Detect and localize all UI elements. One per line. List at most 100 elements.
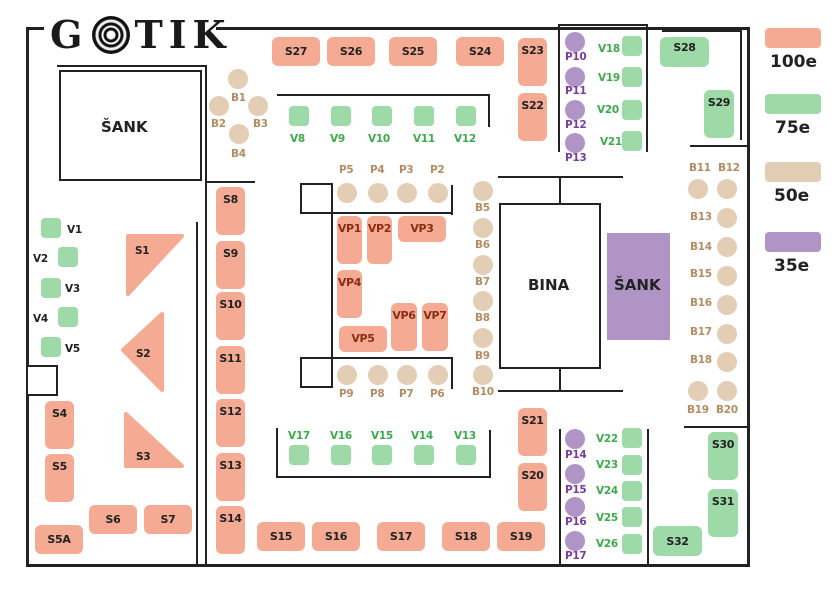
booth-s8[interactable]: S8 (216, 187, 245, 235)
vip-booth-vp4[interactable]: VP4 (337, 270, 362, 318)
standing-p3[interactable] (397, 183, 417, 203)
standing-p16[interactable] (565, 497, 585, 517)
booth-s16[interactable]: S16 (312, 522, 360, 551)
booth-s10[interactable]: S10 (216, 292, 245, 340)
booth-s27[interactable]: S27 (272, 37, 320, 66)
standing-p2[interactable] (428, 183, 448, 203)
bar-stool-b11[interactable] (688, 179, 708, 199)
bar-stool-b3[interactable] (248, 96, 268, 116)
table-v21[interactable] (622, 131, 642, 151)
table-v23[interactable] (622, 455, 642, 475)
bar-stool-b2[interactable] (209, 96, 229, 116)
standing-p17[interactable] (565, 531, 585, 551)
booth-s24[interactable]: S24 (456, 37, 504, 66)
booth-s18[interactable]: S18 (442, 522, 490, 551)
booth-s14[interactable]: S14 (216, 506, 245, 554)
booth-s31[interactable]: S31 (708, 489, 738, 537)
table-v1[interactable] (41, 218, 61, 238)
standing-p8[interactable] (368, 365, 388, 385)
bar-stool-b18[interactable] (717, 352, 737, 372)
standing-p10[interactable] (565, 32, 585, 52)
table-v13[interactable] (456, 445, 476, 465)
bar-stool-b6[interactable] (473, 218, 493, 238)
table-v22[interactable] (622, 428, 642, 448)
table-v12[interactable] (456, 106, 476, 126)
booth-s15[interactable]: S15 (257, 522, 305, 551)
vip-booth-vp5[interactable]: VP5 (339, 326, 387, 352)
bar-stool-b15[interactable] (717, 266, 737, 286)
table-v26[interactable] (622, 534, 642, 554)
booth-s30[interactable]: S30 (708, 432, 738, 480)
vip-booth-vp6[interactable]: VP6 (391, 303, 417, 351)
vip-booth-vp3[interactable]: VP3 (398, 216, 446, 242)
table-v14[interactable] (414, 445, 434, 465)
booth-s29[interactable]: S29 (704, 90, 734, 138)
bar-stool-b5[interactable] (473, 181, 493, 201)
bar-stool-b7[interactable] (473, 255, 493, 275)
bar-stool-b12[interactable] (717, 179, 737, 199)
booth-s13[interactable]: S13 (216, 453, 245, 501)
table-v4[interactable] (58, 307, 78, 327)
table-v20[interactable] (622, 100, 642, 120)
standing-p14[interactable] (565, 429, 585, 449)
table-v8[interactable] (289, 106, 309, 126)
table-v5[interactable] (41, 337, 61, 357)
booth-s26[interactable]: S26 (327, 37, 375, 66)
booth-s7[interactable]: S7 (144, 505, 192, 534)
booth-s2[interactable] (120, 310, 166, 394)
bar-stool-b20[interactable] (717, 381, 737, 401)
table-v3[interactable] (41, 278, 61, 298)
table-v18[interactable] (622, 36, 642, 56)
standing-p6[interactable] (428, 365, 448, 385)
standing-p15[interactable] (565, 464, 585, 484)
booth-s21[interactable]: S21 (518, 408, 547, 456)
standing-p4[interactable] (368, 183, 388, 203)
table-v24[interactable] (622, 481, 642, 501)
vip-booth-vp2[interactable]: VP2 (367, 216, 392, 264)
standing-p11[interactable] (565, 67, 585, 87)
booth-s19[interactable]: S19 (497, 522, 545, 551)
booth-s4[interactable]: S4 (45, 401, 74, 449)
bar-stool-b16[interactable] (717, 295, 737, 315)
booth-s32[interactable]: S32 (653, 526, 702, 556)
bar-stool-b10[interactable] (473, 365, 493, 385)
table-v15[interactable] (372, 445, 392, 465)
booth-s28[interactable]: S28 (660, 37, 709, 67)
bar-stool-b17[interactable] (717, 324, 737, 344)
standing-p9[interactable] (337, 365, 357, 385)
standing-p7[interactable] (397, 365, 417, 385)
table-v10[interactable] (372, 106, 392, 126)
vip-booth-vp7[interactable]: VP7 (422, 303, 448, 351)
table-v2[interactable] (58, 247, 78, 267)
booth-s3[interactable] (122, 410, 186, 470)
booth-s25[interactable]: S25 (389, 37, 437, 66)
table-v16[interactable] (331, 445, 351, 465)
table-v9[interactable] (331, 106, 351, 126)
booth-s20[interactable]: S20 (518, 463, 547, 511)
booth-s5[interactable]: S5 (45, 454, 74, 502)
standing-p13[interactable] (565, 133, 585, 153)
booth-s11[interactable]: S11 (216, 346, 245, 394)
table-v25[interactable] (622, 507, 642, 527)
table-v11[interactable] (414, 106, 434, 126)
table-v17[interactable] (289, 445, 309, 465)
booth-s9[interactable]: S9 (216, 241, 245, 289)
bar-stool-b19[interactable] (688, 381, 708, 401)
booth-s17[interactable]: S17 (377, 522, 425, 551)
booth-s1[interactable] (122, 234, 184, 296)
booth-s23[interactable]: S23 (518, 38, 547, 86)
standing-p12[interactable] (565, 100, 585, 120)
table-v19[interactable] (622, 67, 642, 87)
standing-p5[interactable] (337, 183, 357, 203)
bar-stool-b4[interactable] (229, 124, 249, 144)
booth-s12[interactable]: S12 (216, 399, 245, 447)
bar-stool-b14[interactable] (717, 237, 737, 257)
bar-stool-b13[interactable] (717, 208, 737, 228)
vip-booth-vp1[interactable]: VP1 (337, 216, 362, 264)
booth-s6[interactable]: S6 (89, 505, 137, 534)
bar-stool-b9[interactable] (473, 328, 493, 348)
bar-stool-b1[interactable] (228, 69, 248, 89)
booth-s5a[interactable]: S5A (35, 525, 83, 554)
booth-s22[interactable]: S22 (518, 93, 547, 141)
bar-stool-b8[interactable] (473, 291, 493, 311)
